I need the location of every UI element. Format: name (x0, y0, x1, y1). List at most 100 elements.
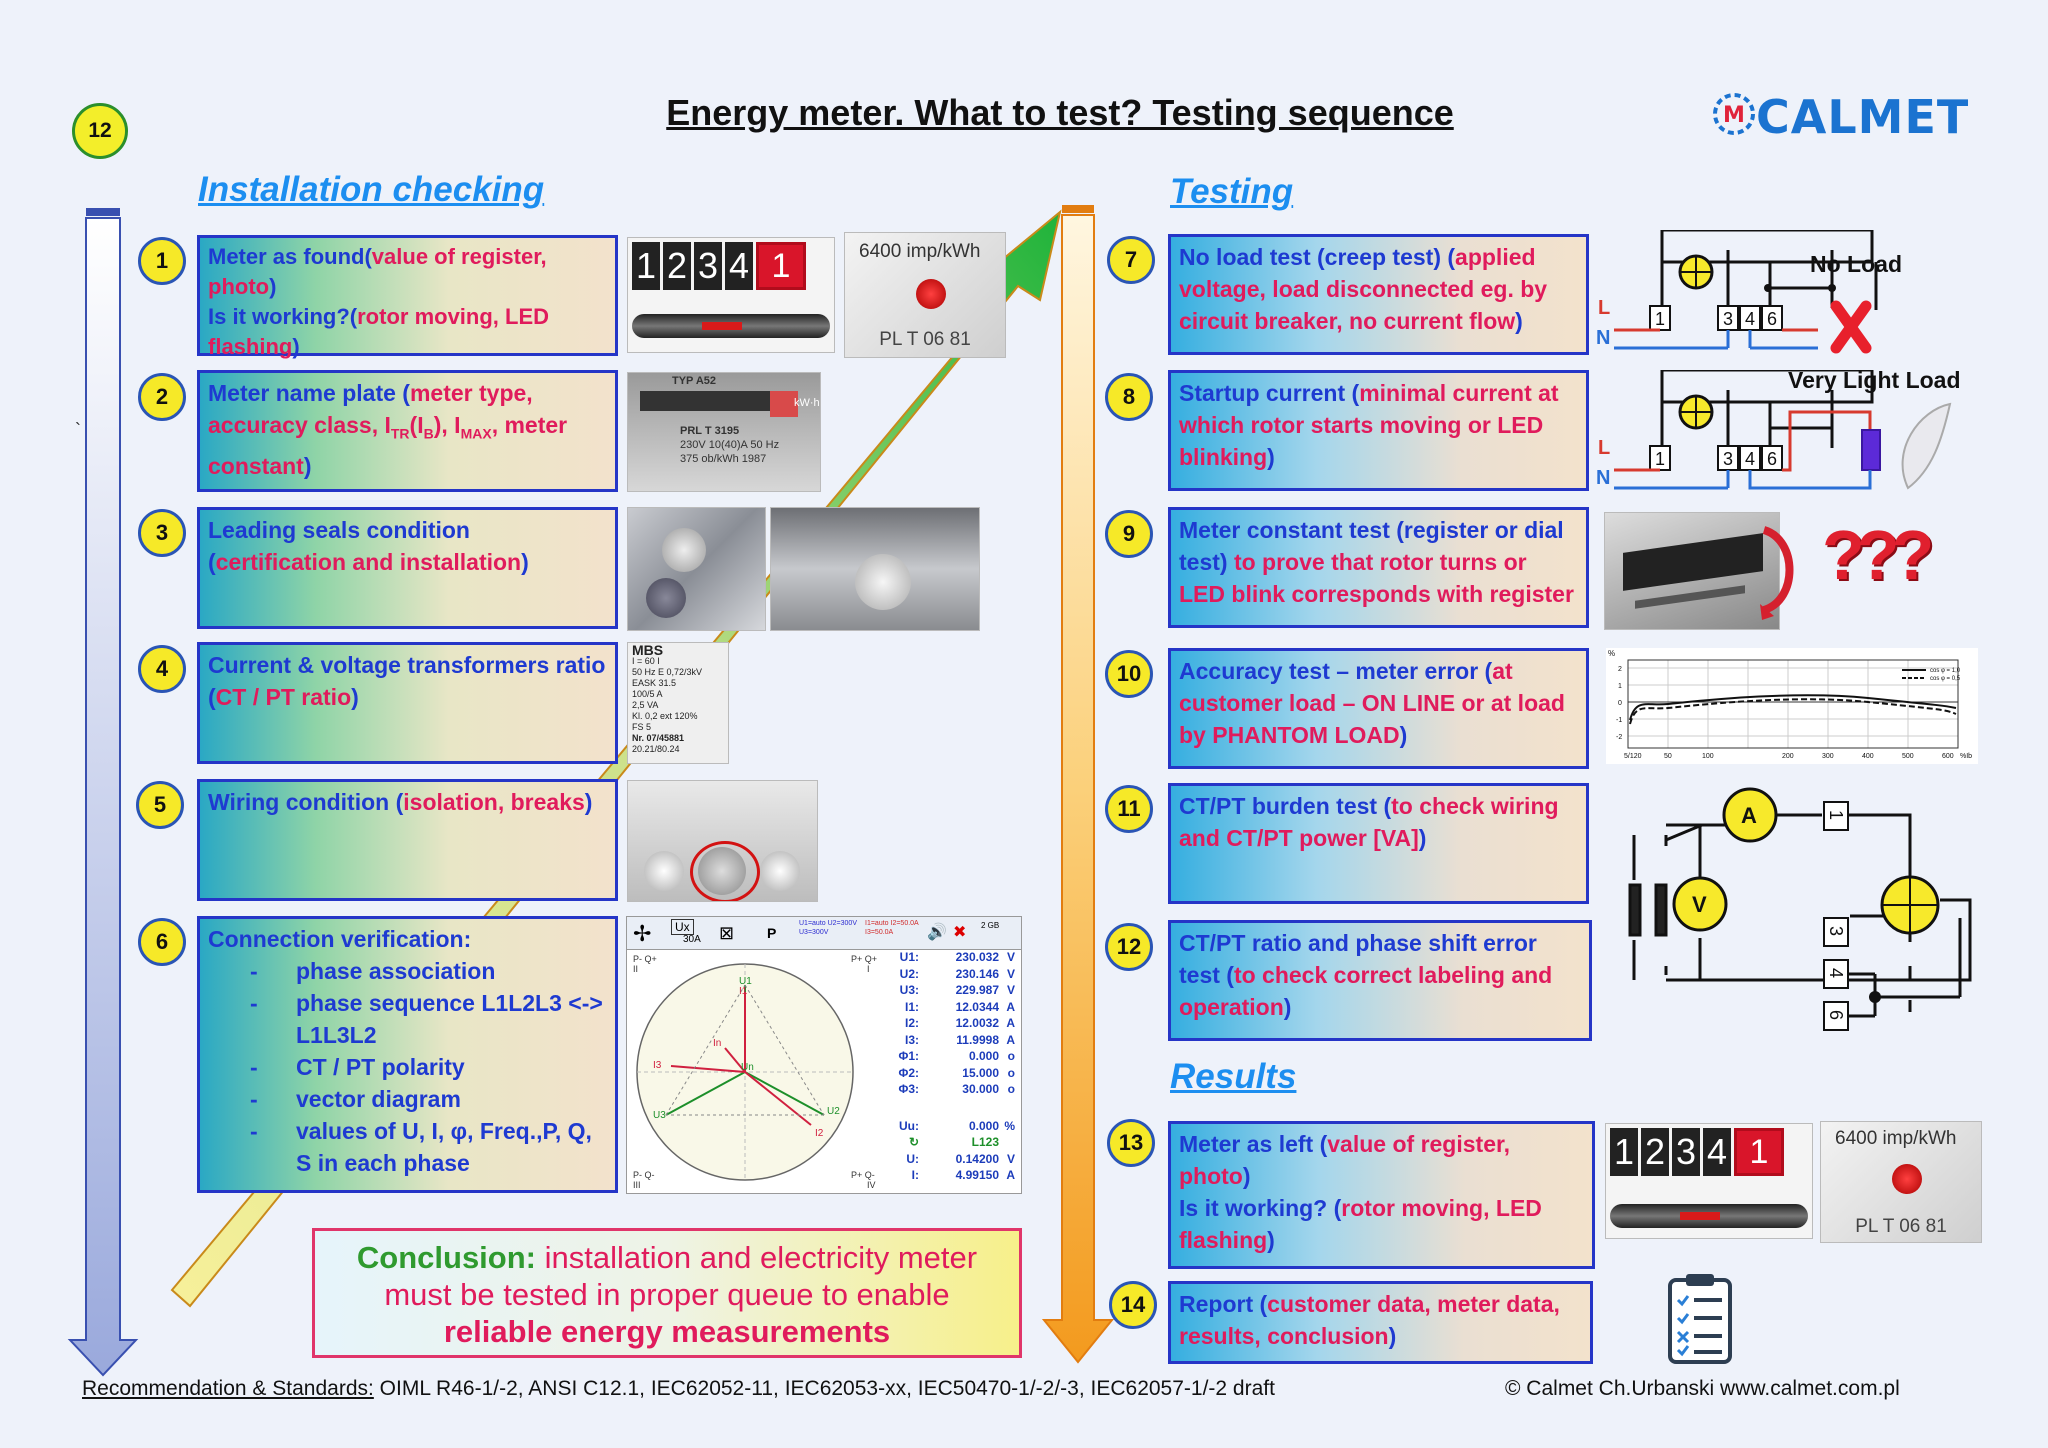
step-text: Connection verification: (208, 926, 472, 952)
reading-key: U3: (899, 983, 919, 997)
bullet-text: phase sequence L1L2L3 <-> L1L3L2 (296, 990, 603, 1048)
step-detail: rotor moving, LED flashing (208, 304, 550, 359)
ct-line: 100/5 A (632, 689, 663, 699)
step-detail-part: , meter constant (208, 412, 568, 479)
vector-label: Un (741, 1062, 754, 1073)
reading-unit: A (1006, 999, 1015, 1014)
register-digit: 3 (694, 242, 722, 290)
step-6-box: Connection verification: -phase associat… (197, 916, 618, 1193)
step-text: Is it working?( (208, 304, 358, 329)
register-digit: 2 (663, 242, 691, 290)
chart-ylabel: % (1608, 649, 1615, 658)
register-digit: 1 (1610, 1128, 1638, 1176)
register-counter-photo: 1 2 3 4 1 (627, 237, 835, 353)
step-detail: applied voltage, load disconnected eg. b… (1179, 244, 1548, 334)
chart-ytick: 0 (1618, 700, 1622, 707)
register-digit: 1 (632, 242, 660, 290)
register-digits: 1 2 3 4 1 (1610, 1128, 1784, 1176)
bullet-item: -vector diagram (208, 1083, 607, 1115)
step-5-number: 5 (136, 781, 184, 829)
current-settings: I1=auto I2=50.0A I3=50.0A (865, 920, 919, 936)
chart-ytick: 1 (1618, 683, 1622, 690)
quadrant-label: I (867, 964, 870, 974)
terminal-label: 3 (1723, 309, 1733, 329)
chart-xtick: 100 (1702, 753, 1714, 760)
terminal-label: 3 (1826, 926, 1846, 936)
step-9-number: 9 (1105, 510, 1153, 558)
reading-value: 30.000 (962, 1082, 999, 1096)
step-11-number: 11 (1105, 785, 1153, 833)
dial-register-photo (1604, 512, 1780, 630)
seal-photo-2 (770, 507, 980, 631)
reading-key: Uu: (899, 1118, 919, 1133)
step-number: 14 (1120, 1292, 1146, 1317)
no-load-cross-icon (1830, 300, 1872, 354)
step-text: Current & voltage transformers ratio ( (208, 652, 606, 710)
reading-value: 0.000 (968, 1049, 999, 1063)
ct-line: 50 Hz E 0,72/3kV (632, 667, 703, 677)
subscript: MAX (460, 425, 492, 442)
step-2-box: Meter name plate (meter type, accuracy c… (197, 370, 618, 492)
step-text: ) (292, 334, 300, 359)
ct-line: FS 5 (632, 722, 652, 732)
step-text: ) (584, 789, 593, 815)
chart-xunit: %Ib (1960, 753, 1972, 760)
step-8-box: Startup current (minimal current at whic… (1168, 370, 1589, 491)
voltage-settings: U1=auto U2=300V U3=300V (799, 920, 857, 936)
footer-standards: Recommendation & Standards: OIML R46-1/-… (82, 1377, 1275, 1401)
step-text: ) (269, 274, 277, 299)
step-3-number: 3 (138, 509, 186, 557)
step-9-box: Meter constant test (register or dial te… (1168, 507, 1589, 628)
no-load-circuit: 1 3 4 6 L N No Load (1596, 230, 1902, 354)
step-5-box: Wiring condition (isolation, breaks) (197, 779, 618, 901)
nameplate-rating: 230V 10(40)A 50 Hz (680, 439, 780, 451)
rotation-icon: ↻ (908, 1135, 919, 1149)
footer-label: Recommendation & Standards: (82, 1377, 374, 1400)
reading-value: 230.146 (955, 966, 999, 981)
ct-line: 2,5 VA (632, 700, 659, 710)
step-text: CT/PT ratio and phase shift error test ( (1179, 930, 1537, 988)
svg-text:M: M (1723, 103, 1745, 128)
voltmeter-label: V (1692, 892, 1707, 917)
terminal-label: 6 (1767, 309, 1777, 329)
step-text: ) (1418, 825, 1427, 851)
memory-indicator: 2 GB (981, 921, 1000, 930)
reading-value: L123 (971, 1135, 999, 1149)
ct-line: 20.21/80.24 (632, 744, 680, 754)
legend-entry: cos φ = 0,5 (1930, 676, 1961, 682)
reading-unit: o (1007, 1065, 1015, 1080)
reading-key: I: (911, 1168, 919, 1182)
step-number: 1 (155, 248, 169, 273)
reading-unit: A (1006, 1168, 1015, 1182)
step-6-number: 6 (138, 918, 186, 966)
step-2-number: 2 (138, 373, 186, 421)
step-text: Startup current ( (1179, 380, 1360, 406)
step-text: ( (208, 549, 216, 575)
section-testing: Testing (1170, 172, 1294, 211)
chart-xtick: 300 (1822, 753, 1834, 760)
step-detail: minimal current at which rotor starts mo… (1179, 380, 1559, 470)
reading-value: 15.000 (962, 1065, 999, 1080)
vector-label: U3 (653, 1110, 666, 1121)
chart-ytick: -2 (1616, 734, 1622, 741)
question-marks-icon: ??? (1822, 516, 1934, 594)
step-text: ) (1267, 444, 1275, 470)
light-load-resistor (1861, 429, 1881, 471)
step-detail: value of register, photo (208, 244, 547, 299)
chart-xtick: 50 (1664, 753, 1672, 760)
nameplate-model: PRL T 3195 (680, 425, 740, 437)
step-7-number: 7 (1107, 236, 1155, 284)
speaker-icon: 🔊 (927, 924, 947, 941)
reading-value: 4.99150 (955, 1168, 999, 1182)
bullet-text: CT / PT polarity (296, 1054, 465, 1080)
step-detail-part: ), I (433, 412, 461, 438)
quadrant-label: IV (867, 1180, 876, 1190)
step-number: 3 (155, 520, 169, 545)
led-label: 6400 imp/kWh (859, 241, 981, 262)
